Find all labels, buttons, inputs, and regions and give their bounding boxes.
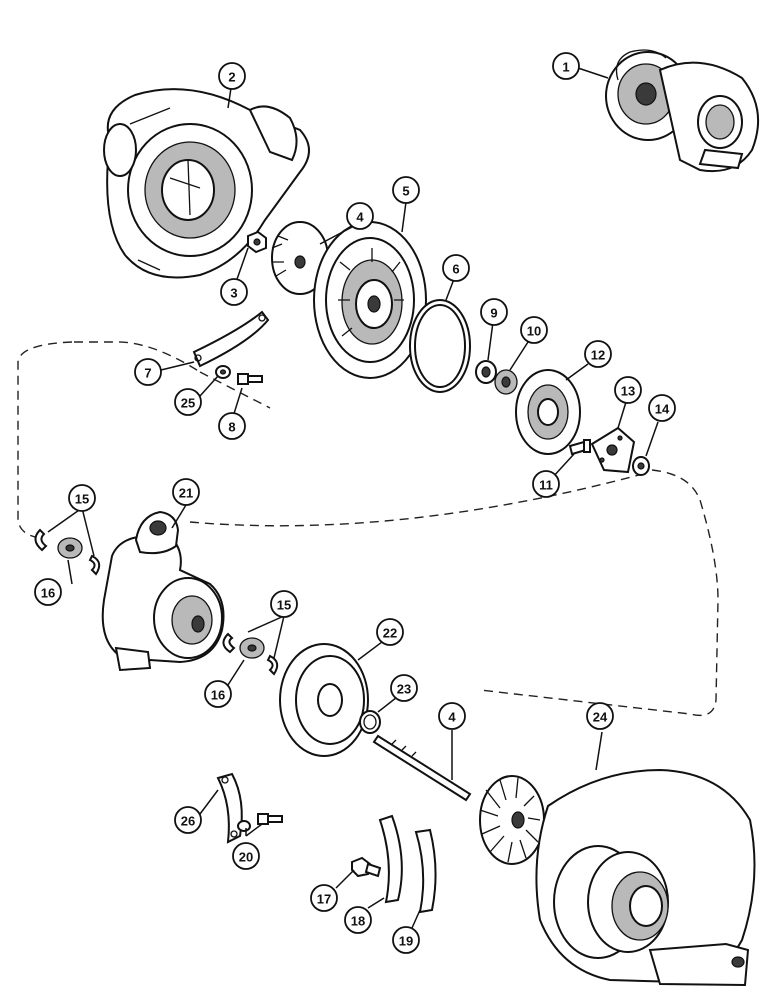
part-18-clamp-plate [378, 814, 403, 904]
part-20-washer-and-bolt [237, 813, 283, 832]
part-24-turbine-housing [535, 768, 756, 987]
callout-23: 23 [390, 674, 418, 702]
callout-4-lower: 4 [438, 702, 466, 730]
callout-5: 5 [392, 176, 420, 204]
callout-26: 26 [174, 806, 202, 834]
callout-24: 24 [586, 702, 614, 730]
svg-text:25: 25 [181, 396, 195, 411]
part-21-bearing-housing [101, 510, 225, 672]
svg-text:26: 26 [181, 814, 195, 829]
part-5-backplate [313, 221, 427, 379]
part-25-washer [215, 365, 231, 379]
part-11-screw [568, 439, 591, 456]
part-15-retaining-ring-right-a [222, 632, 236, 654]
svg-text:18: 18 [351, 914, 365, 929]
callout-6: 6 [442, 254, 470, 282]
part-17-bolt [351, 856, 382, 878]
part-19-clamp-plate [414, 828, 437, 914]
callout-21: 21 [172, 478, 200, 506]
svg-text:3: 3 [230, 286, 237, 301]
svg-text:14: 14 [655, 402, 670, 417]
callout-14: 14 [648, 394, 676, 422]
svg-text:10: 10 [527, 324, 541, 339]
part-8-bolt [237, 373, 263, 385]
svg-text:19: 19 [399, 934, 413, 949]
part-1-turbocharger-assembly [605, 49, 759, 172]
svg-text:7: 7 [144, 366, 151, 381]
part-15-retaining-ring-right-b [266, 654, 279, 676]
part-14-washer [632, 456, 650, 476]
svg-text:20: 20 [239, 850, 253, 865]
part-9-thrust-collar [475, 360, 497, 384]
svg-text:15: 15 [277, 598, 291, 613]
part-15-retaining-ring-left-a [34, 528, 48, 552]
part-26-lock-plate [216, 772, 243, 844]
part-16-journal-bearing-left [57, 537, 83, 559]
part-3-nut [247, 230, 267, 254]
callout-11: 11 [532, 470, 560, 498]
callout-4-upper: 4 [346, 202, 374, 230]
callout-1: 1 [552, 52, 580, 80]
part-10-thrust-ring [494, 369, 518, 395]
svg-text:13: 13 [621, 384, 635, 399]
callout-19: 19 [392, 926, 420, 954]
svg-text:23: 23 [397, 682, 411, 697]
callout-25: 25 [174, 388, 202, 416]
callout-10: 10 [520, 316, 548, 344]
svg-text:16: 16 [41, 586, 55, 601]
callout-3: 3 [220, 278, 248, 306]
part-4-turbine-wheel-shaft [372, 734, 545, 865]
part-16-journal-bearing-right [239, 637, 265, 659]
callout-20: 20 [232, 842, 260, 870]
svg-text:24: 24 [593, 710, 608, 725]
svg-text:1: 1 [562, 60, 569, 75]
svg-text:22: 22 [383, 626, 397, 641]
callout-13: 13 [614, 376, 642, 404]
svg-text:21: 21 [179, 486, 193, 501]
part-22-heat-shield [279, 643, 369, 757]
callout-22: 22 [376, 618, 404, 646]
svg-text:16: 16 [211, 688, 225, 703]
svg-text:8: 8 [228, 420, 235, 435]
callout-7: 7 [134, 358, 162, 386]
callout-8: 8 [218, 412, 246, 440]
svg-text:15: 15 [75, 492, 89, 507]
part-6-o-ring [409, 299, 471, 393]
part-23-piston-ring [359, 710, 381, 734]
svg-text:12: 12 [591, 348, 605, 363]
callout-15-left: 15 [68, 484, 96, 512]
part-7-lock-plate [192, 310, 270, 368]
callout-12: 12 [584, 340, 612, 368]
svg-text:11: 11 [539, 478, 553, 493]
callout-18: 18 [344, 906, 372, 934]
part-15-retaining-ring-left-b [88, 554, 101, 576]
callout-15-right: 15 [270, 590, 298, 618]
svg-text:5: 5 [402, 184, 409, 199]
callout-16-left: 16 [34, 578, 62, 606]
svg-text:9: 9 [490, 306, 497, 321]
part-13-thrust-bearing [590, 426, 636, 474]
callout-17: 17 [310, 884, 338, 912]
svg-text:4: 4 [448, 710, 456, 725]
part-2-compressor-housing [103, 88, 310, 279]
svg-text:2: 2 [228, 70, 235, 85]
svg-text:17: 17 [317, 892, 331, 907]
callout-9: 9 [480, 298, 508, 326]
callout-2: 2 [218, 62, 246, 90]
svg-text:4: 4 [356, 210, 364, 225]
part-12-insert-plate [515, 369, 581, 455]
callout-16-right: 16 [204, 680, 232, 708]
svg-text:6: 6 [452, 262, 459, 277]
